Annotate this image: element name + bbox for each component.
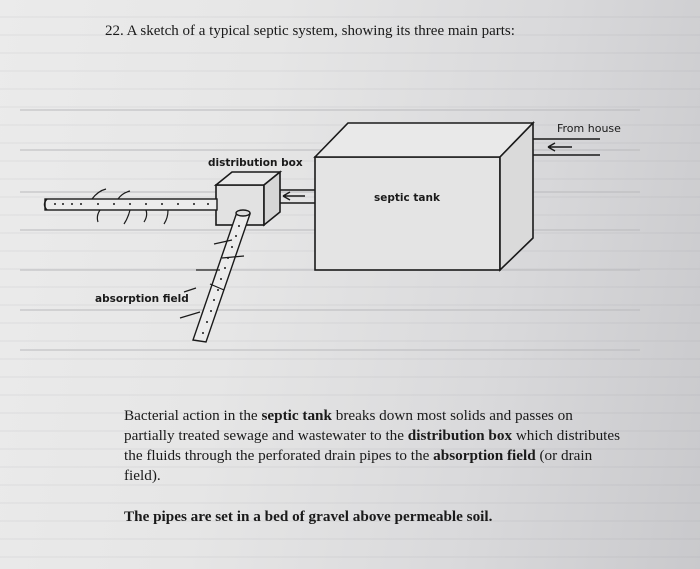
- paragraph-term-absorption-field: absorption field: [433, 447, 536, 464]
- paragraph-part4: (or drain field).: [124, 447, 593, 484]
- septic-tank-shape: [313, 121, 535, 272]
- label-distribution-box: distribution box: [208, 157, 303, 169]
- explanation-paragraph: Bacterial action in the septic tank brea…: [124, 406, 624, 486]
- label-absorption-field: absorption field: [95, 293, 189, 305]
- paragraph-part3: which distributes the fluids through the…: [124, 427, 621, 464]
- tank-to-box-pipe: [280, 189, 315, 204]
- paragraph-part1: Bacterial action in the: [124, 407, 262, 424]
- label-septic-tank: septic tank: [374, 192, 441, 204]
- gravel-note: The pipes are set in a bed of gravel abo…: [124, 508, 493, 525]
- label-from-house: From house: [557, 122, 621, 135]
- perforated-pipe-diagonal: [179, 209, 251, 343]
- question-text: 22. A sketch of a typical septic system,…: [105, 23, 515, 39]
- paragraph-term-septic-tank: septic tank: [261, 407, 332, 424]
- paragraph-part2: breaks down most solids and passes on pa…: [124, 407, 573, 444]
- perforated-pipe-horizontal: [43, 188, 218, 225]
- house-inflow-pipe: [533, 138, 600, 156]
- paragraph-term-distribution-box: distribution box: [407, 427, 513, 444]
